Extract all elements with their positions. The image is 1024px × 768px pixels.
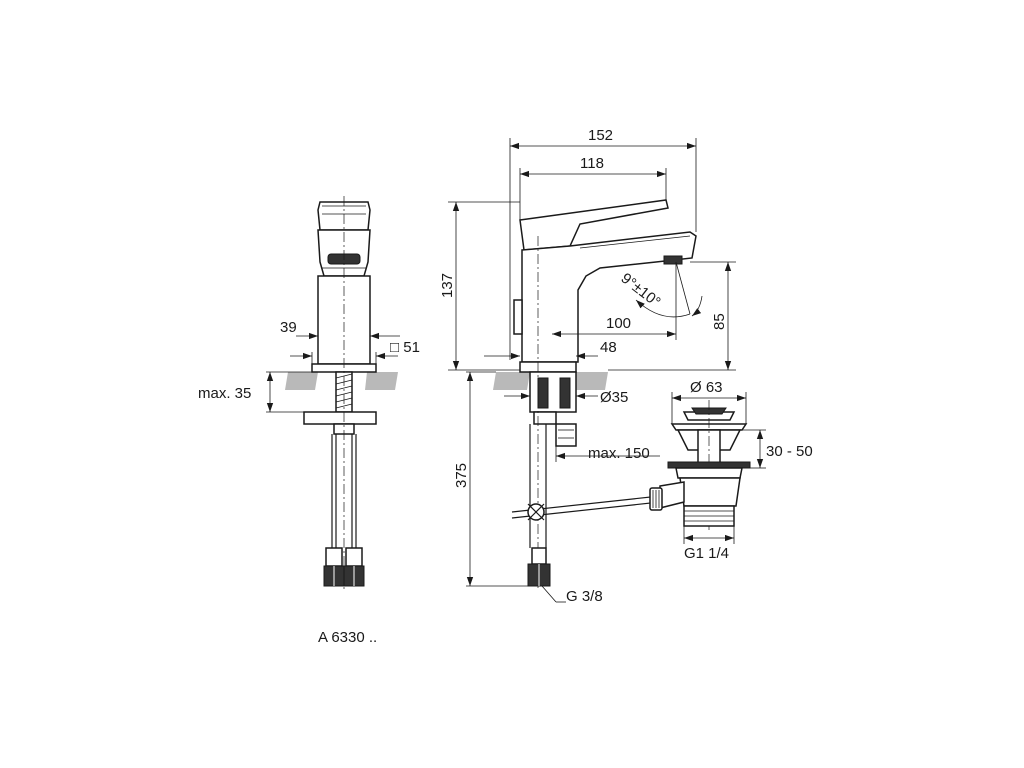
dim-30-50: 30 - 50 bbox=[766, 443, 813, 460]
dim-118: 118 bbox=[580, 155, 604, 172]
dim-152: 152 bbox=[588, 127, 613, 144]
front-counter-left bbox=[493, 372, 530, 390]
dim-max-150: max. 150 bbox=[588, 445, 650, 462]
side-counter-left bbox=[285, 372, 318, 390]
front-counter-right bbox=[573, 372, 608, 390]
dim-thread-g114: G1 1/4 bbox=[684, 545, 729, 562]
front-base bbox=[519, 361, 577, 373]
dim-diameter-35: Ø35 bbox=[600, 389, 628, 406]
side-mounting-plate bbox=[303, 411, 377, 425]
dim-375: 375 bbox=[453, 463, 470, 488]
dim-thread-g38: G 3/8 bbox=[566, 588, 603, 605]
dim-max-35: max. 35 bbox=[198, 385, 251, 402]
front-view: 152 118 137 9°±10° 100 85 48 Ø35 bbox=[439, 127, 736, 605]
dim-48: 48 bbox=[600, 339, 617, 356]
model-label: A 6330 .. bbox=[318, 629, 377, 646]
waste-fitting: Ø 63 30 - 50 G1 1/4 bbox=[649, 379, 813, 562]
dim-100: 100 bbox=[606, 315, 631, 332]
dim-diameter-63: Ø 63 bbox=[690, 379, 723, 396]
dim-39: 39 bbox=[280, 319, 297, 336]
dim-137: 137 bbox=[439, 273, 456, 298]
side-counter-right bbox=[365, 372, 398, 390]
dim-angle: 9°±10° bbox=[618, 270, 664, 311]
dim-85: 85 bbox=[711, 313, 728, 330]
dim-51-square: □ 51 bbox=[390, 339, 420, 356]
side-view: 39 □ 51 max. 35 bbox=[198, 196, 420, 590]
